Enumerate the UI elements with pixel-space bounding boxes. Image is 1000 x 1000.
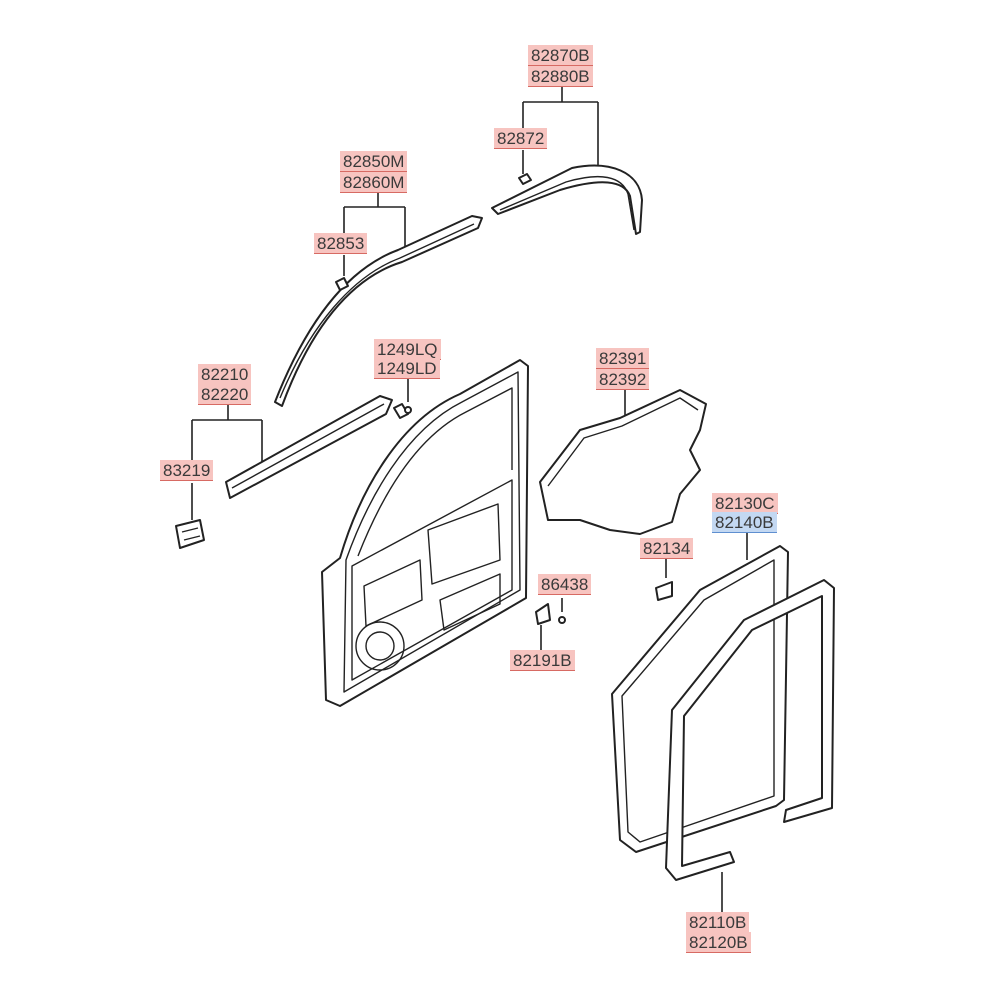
label-82191B[interactable]: 82191B: [510, 650, 575, 671]
label-82860M[interactable]: 82860M: [340, 172, 408, 193]
label-82853[interactable]: 82853: [314, 233, 368, 254]
label-1249LD[interactable]: 1249LD: [374, 358, 440, 379]
door-weatherstrips: [611, 545, 835, 881]
door-panel: [321, 359, 529, 707]
label-82872[interactable]: 82872: [494, 128, 548, 149]
moulding-clip: [175, 519, 205, 549]
label-82140B[interactable]: 82140B: [712, 512, 777, 533]
label-82210[interactable]: 82210: [198, 364, 252, 385]
weatherstrip-clip: [655, 581, 673, 601]
label-86438[interactable]: 86438: [538, 574, 592, 595]
label-82220[interactable]: 82220: [198, 384, 252, 405]
label-82391[interactable]: 82391: [596, 348, 650, 369]
label-82880B[interactable]: 82880B: [528, 66, 593, 87]
door-screw: [404, 406, 412, 414]
label-1249LQ[interactable]: 1249LQ: [374, 339, 441, 360]
label-82870B[interactable]: 82870B: [528, 45, 593, 66]
door-frame-moulding: [274, 215, 483, 407]
label-82120B[interactable]: 82120B: [686, 932, 751, 953]
label-82110B[interactable]: 82110B: [686, 912, 750, 933]
upper-frame-moulding: [491, 164, 643, 235]
label-82130C[interactable]: 82130C: [712, 493, 778, 514]
label-83219[interactable]: 83219: [160, 460, 214, 481]
label-82134[interactable]: 82134: [640, 538, 694, 559]
small-fasteners: [535, 603, 566, 625]
label-82850M[interactable]: 82850M: [340, 151, 408, 172]
vapor-sheet: [539, 389, 707, 535]
label-82392[interactable]: 82392: [596, 369, 650, 390]
leader-lines: [191, 86, 748, 912]
